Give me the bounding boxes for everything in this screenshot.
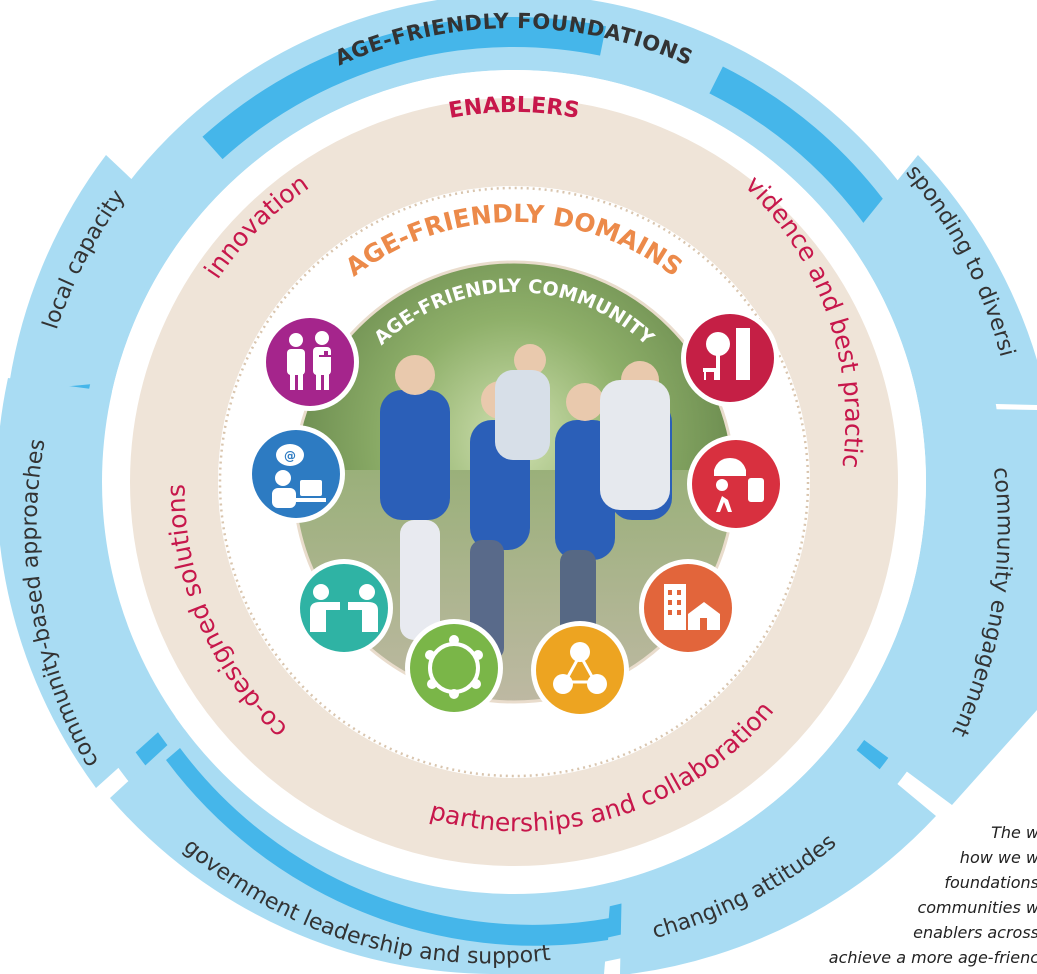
segment-community-based: [0, 378, 176, 788]
caption-text: The w how we w foundations communities w…: [679, 820, 1037, 970]
caption-line: enablers across: [913, 923, 1037, 942]
domain-icons: @: [247, 309, 785, 719]
caption-line: The w: [991, 823, 1037, 842]
transport-icon: [687, 435, 785, 533]
segment-changing-attitudes: [620, 738, 936, 974]
enablers-ring: [130, 98, 898, 866]
segment-responding-diversity: [856, 155, 1037, 405]
enablers-ring-dots: [218, 186, 810, 778]
svg-text:@: @: [284, 449, 296, 463]
outdoor-spaces-icon: [681, 309, 779, 407]
segment-local-capacity: [8, 155, 180, 392]
caption-line: foundations: [944, 873, 1037, 892]
health-services-icon: [261, 313, 359, 411]
civic-participation-icon: [531, 621, 629, 719]
caption-line: achieve a more age-frienc: [828, 948, 1037, 967]
caption-line: how we w: [959, 848, 1037, 867]
foundation-segments: [0, 155, 1037, 974]
respect-inclusion-icon: [295, 559, 393, 657]
housing-icon: [639, 559, 737, 657]
social-participation-icon: [405, 619, 503, 717]
segment-government-band: [166, 748, 610, 946]
caption-line: communities w: [917, 898, 1037, 917]
segment-community-engagement: [848, 408, 1037, 805]
segment-government-leadership: [110, 728, 612, 974]
communication-information-icon: @: [247, 425, 345, 523]
